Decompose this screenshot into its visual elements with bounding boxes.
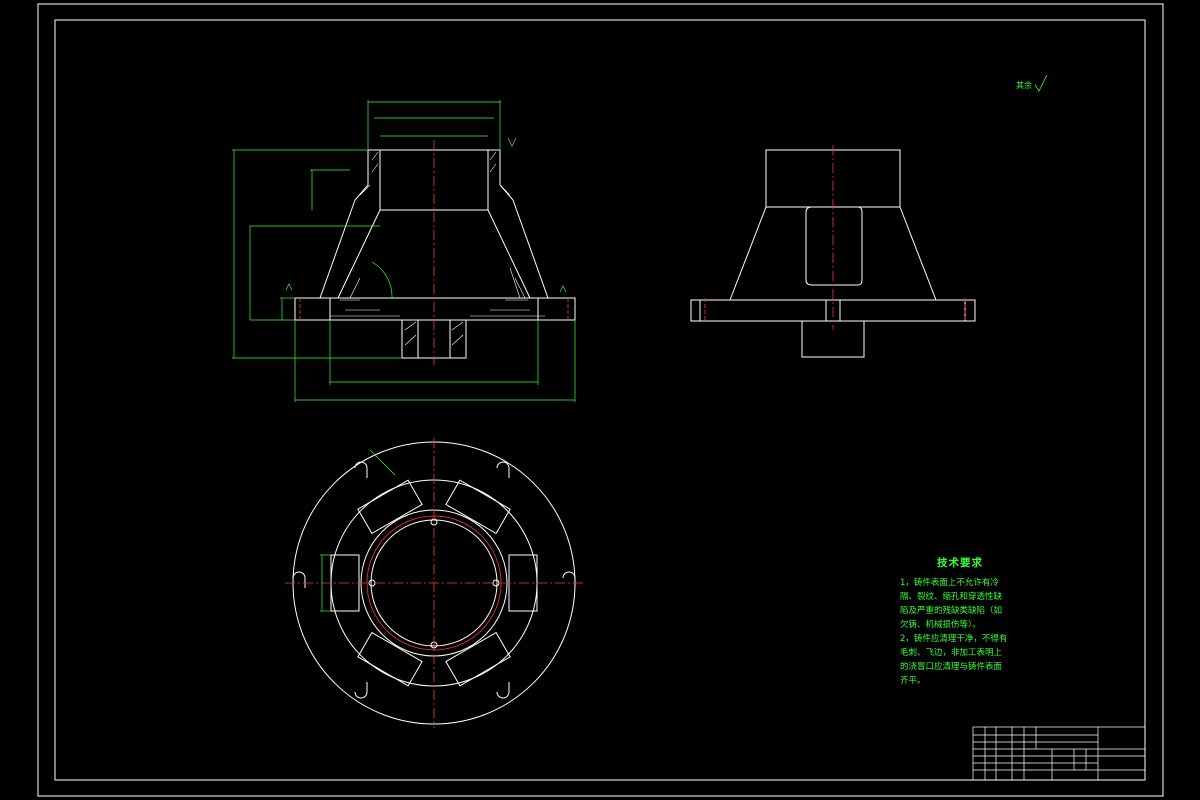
top-view-dimensions <box>320 449 396 612</box>
technical-requirements-title: 技术要求 <box>937 557 983 569</box>
roughness-symbol <box>1034 74 1048 92</box>
side-view <box>690 149 976 358</box>
title-block <box>972 726 1146 781</box>
front-dimensions <box>232 100 576 402</box>
roughness-note: 其余 <box>1016 81 1032 90</box>
sheet-outer-border <box>37 3 1164 797</box>
front-section-view <box>294 149 576 359</box>
requirement-line: 的浇冒口应清理与铸件表面 <box>900 662 1003 672</box>
requirement-line: 2，铸件应清理干净，不得有 <box>900 634 1008 644</box>
requirement-line: 欠铸、机械损伤等）。 <box>900 620 981 630</box>
section-hatching <box>330 151 545 346</box>
technical-requirements: 技术要求 1，铸件表面上不允许有冷 隔、裂纹、缩孔和穿透性缺 陷及严重的残缺类缺… <box>900 556 1050 688</box>
requirement-line: 毛刺、飞边，非加工表明上 <box>900 648 1003 658</box>
requirement-line: 1，铸件表面上不允许有冷 <box>900 578 999 588</box>
requirement-line: 隔、裂纹、缩孔和穿透性缺 <box>900 592 1003 602</box>
sheet-inner-border <box>54 19 1146 781</box>
requirement-line: 陷及严重的残缺类缺陷（如 <box>900 606 1003 616</box>
requirement-line: 齐平。 <box>900 676 926 686</box>
